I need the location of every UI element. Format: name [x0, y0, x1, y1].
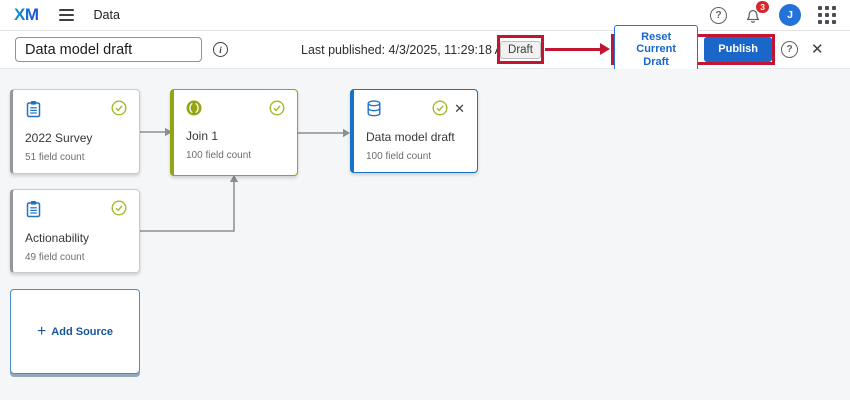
dataset-icon: [367, 100, 381, 117]
node-actionability[interactable]: Actionability 49 field count: [10, 189, 140, 273]
node-join-1[interactable]: Join 1 100 field count: [170, 89, 298, 176]
close-icon[interactable]: ✕: [811, 41, 824, 58]
bell-icon: [746, 9, 760, 23]
annotation-arrow: [545, 48, 601, 51]
node-close-icon[interactable]: ✕: [454, 100, 465, 116]
model-canvas: 2022 Survey 51 field count Join 1 100 fi…: [0, 69, 850, 400]
publish-button[interactable]: Publish: [704, 37, 772, 62]
editor-header: i Last published: 4/3/2025, 11:29:18 AM …: [0, 25, 850, 74]
survey-icon: [26, 201, 41, 218]
add-source-button[interactable]: + Add Source: [10, 289, 140, 374]
nav-right-group: ? 3 J: [710, 0, 836, 26]
notification-badge: 3: [755, 0, 770, 15]
join-icon: [186, 100, 202, 116]
model-title-input[interactable]: [15, 37, 202, 62]
notifications-bell[interactable]: 3: [744, 0, 770, 24]
survey-icon: [26, 101, 41, 118]
node-field-count: 100 field count: [366, 151, 432, 162]
app-grid-icon[interactable]: [818, 6, 836, 24]
node-field-count: 51 field count: [25, 152, 85, 163]
last-published-text: Last published: 4/3/2025, 11:29:18 AM: [301, 43, 514, 57]
valid-check-icon: [432, 100, 448, 116]
buttons-annotation-box: Reset Current Draft Publish: [611, 25, 775, 74]
node-title: Join 1: [186, 129, 219, 143]
valid-check-icon: [111, 200, 127, 216]
node-title: Actionability: [25, 231, 90, 245]
node-data-model-draft[interactable]: ✕ Data model draft 100 field count: [350, 89, 478, 173]
nav-app-title: Data: [93, 8, 120, 22]
plus-icon: +: [36, 322, 47, 340]
draft-annotation-box: Draft: [497, 35, 544, 64]
node-title: Data model draft: [366, 130, 455, 144]
hamburger-menu-icon[interactable]: [58, 6, 74, 24]
top-nav: XM Data ? 3 J: [0, 0, 850, 31]
valid-check-icon: [111, 100, 127, 116]
help-icon[interactable]: ?: [710, 6, 727, 24]
node-2022-survey[interactable]: 2022 Survey 51 field count: [10, 89, 140, 174]
reset-current-draft-button[interactable]: Reset Current Draft: [614, 25, 699, 74]
info-icon[interactable]: i: [213, 42, 228, 57]
user-avatar[interactable]: J: [779, 4, 801, 26]
valid-check-icon: [269, 100, 285, 116]
node-field-count: 100 field count: [186, 150, 252, 161]
header-help-icon[interactable]: ?: [781, 41, 798, 58]
xm-logo[interactable]: XM: [14, 5, 39, 24]
annotation-arrow-head: [600, 43, 610, 55]
node-title: 2022 Survey: [25, 131, 93, 145]
node-field-count: 49 field count: [25, 252, 85, 263]
status-badge: Draft: [500, 40, 541, 59]
add-source-label: Add Source: [51, 325, 114, 338]
